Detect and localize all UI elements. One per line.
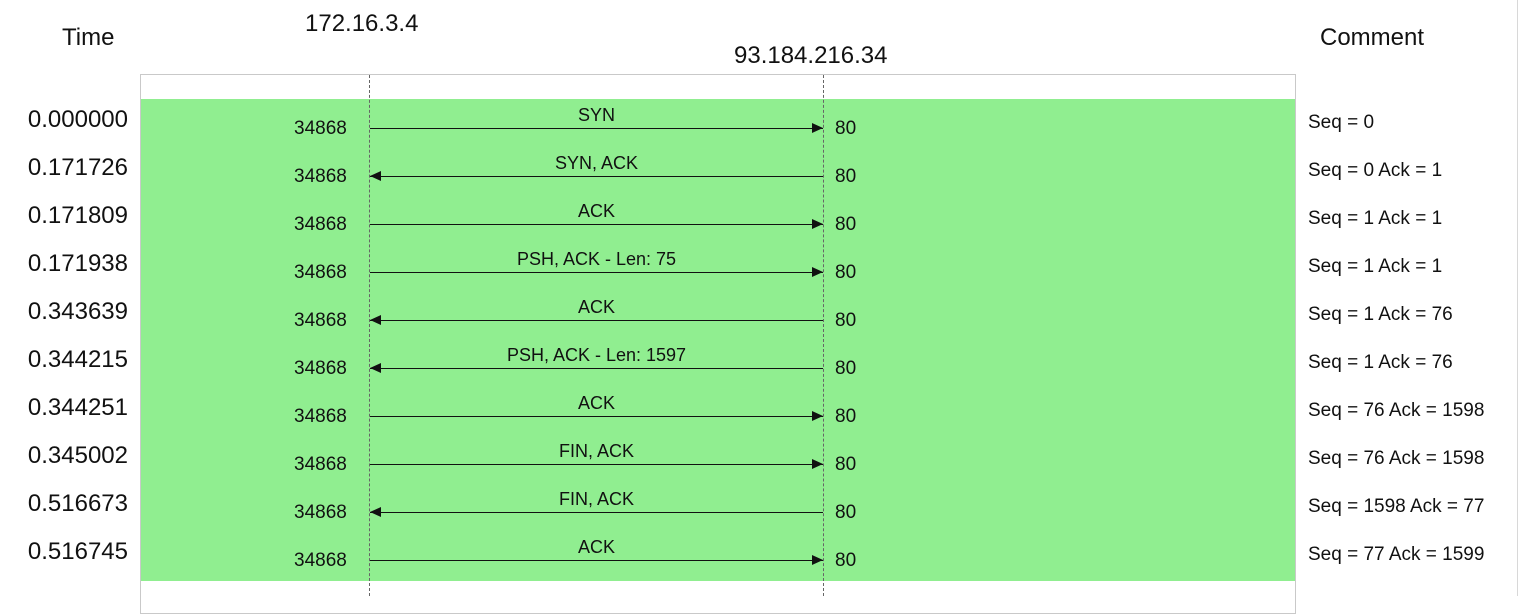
row-arrow: [370, 219, 823, 229]
flow-graph-highlight: [141, 99, 1295, 581]
row-comment: Seq = 0 Ack = 1: [1308, 160, 1443, 181]
arrowhead-icon: [812, 555, 823, 565]
comment-column-header: Comment: [1320, 24, 1425, 51]
arrowhead-icon: [812, 123, 823, 133]
arrowhead-icon: [370, 315, 381, 325]
arrowhead-icon: [812, 459, 823, 469]
row-comment: Seq = 1 Ack = 76: [1308, 304, 1453, 325]
row-packet-label: SYN: [577, 105, 615, 125]
row-time: 0.171938: [27, 250, 128, 277]
arrowhead-icon: [370, 363, 381, 373]
flow-row[interactable]: 0.343639 34868 ACK 80 Seq = 1 Ack = 76: [0, 292, 1526, 340]
row-time: 0.516673: [27, 490, 128, 517]
row-arrow: [370, 123, 823, 133]
row-src-port: 34868: [294, 550, 347, 571]
host-b-header: 93.184.216.34: [734, 42, 888, 69]
arrowhead-icon: [370, 507, 381, 517]
row-dst-port: 80: [835, 310, 857, 331]
flow-row[interactable]: 0.000000 34868 SYN 80 Seq = 0: [0, 100, 1526, 148]
row-time: 0.000000: [27, 106, 128, 133]
right-pane-border: [1517, 0, 1518, 596]
row-dst-port: 80: [835, 166, 857, 187]
row-comment: Seq = 1 Ack = 1: [1308, 256, 1443, 277]
row-dst-port: 80: [835, 454, 857, 475]
row-packet-label: ACK: [577, 393, 615, 413]
flow-row[interactable]: 0.171809 34868 ACK 80 Seq = 1 Ack = 1: [0, 196, 1526, 244]
row-dst-port: 80: [835, 358, 857, 379]
row-src-port: 34868: [294, 358, 347, 379]
row-src-port: 34868: [294, 166, 347, 187]
row-src-port: 34868: [294, 310, 347, 331]
row-time: 0.344251: [27, 394, 128, 421]
row-arrow: [370, 555, 823, 565]
row-packet-label: ACK: [577, 201, 615, 221]
row-dst-port: 80: [835, 406, 857, 427]
row-src-port: 34868: [294, 454, 347, 475]
arrowhead-icon: [812, 219, 823, 229]
row-packet-label: FIN, ACK: [558, 489, 634, 509]
row-time: 0.516745: [27, 538, 128, 565]
host-b-lifeline: [823, 75, 824, 596]
row-arrow: [370, 171, 823, 181]
row-time: 0.171726: [27, 154, 128, 181]
arrowhead-icon: [812, 411, 823, 421]
arrowhead-icon: [812, 267, 823, 277]
row-arrow: [370, 411, 823, 421]
row-dst-port: 80: [835, 502, 857, 523]
row-comment: Seq = 1598 Ack = 77: [1308, 496, 1485, 517]
host-a-header: 172.16.3.4: [305, 10, 419, 37]
row-src-port: 34868: [294, 214, 347, 235]
row-dst-port: 80: [835, 214, 857, 235]
row-comment: Seq = 1 Ack = 76: [1308, 352, 1453, 373]
flow-row[interactable]: 0.344215 34868 PSH, ACK - Len: 1597 80 Seq =…: [0, 340, 1526, 388]
row-dst-port: 80: [835, 118, 857, 139]
row-time: 0.344215: [27, 346, 128, 373]
flow-row[interactable]: 0.516673 34868 FIN, ACK 80 Seq = 1598 Ack = …: [0, 484, 1526, 532]
row-time: 0.171809: [27, 202, 128, 229]
row-dst-port: 80: [835, 550, 857, 571]
row-packet-label: ACK: [577, 537, 615, 557]
flow-row[interactable]: 0.345002 34868 FIN, ACK 80 Seq = 76 Ack = 15…: [0, 436, 1526, 484]
row-src-port: 34868: [294, 406, 347, 427]
row-packet-label: SYN, ACK: [554, 153, 639, 173]
flow-row[interactable]: 0.171726 34868 SYN, ACK 80 Seq = 0 Ack = 1: [0, 148, 1526, 196]
row-arrow: [370, 363, 823, 373]
row-packet-label: FIN, ACK: [558, 441, 634, 461]
row-time: 0.343639: [27, 298, 128, 325]
row-arrow: [370, 459, 823, 469]
row-comment: Seq = 77 Ack = 1599: [1308, 544, 1485, 565]
row-arrow: [370, 507, 823, 517]
row-dst-port: 80: [835, 262, 857, 283]
row-comment: Seq = 76 Ack = 1598: [1308, 448, 1485, 469]
row-time: 0.345002: [27, 442, 128, 469]
row-src-port: 34868: [294, 502, 347, 523]
row-arrow: [370, 315, 823, 325]
arrowhead-icon: [370, 171, 381, 181]
host-a-lifeline: [369, 75, 370, 596]
row-src-port: 34868: [294, 118, 347, 139]
flow-row[interactable]: 0.344251 34868 ACK 80 Seq = 76 Ack = 1598: [0, 388, 1526, 436]
flow-row[interactable]: 0.171938 34868 PSH, ACK - Len: 75 80 Seq = 1…: [0, 244, 1526, 292]
row-comment: Seq = 76 Ack = 1598: [1308, 400, 1485, 421]
row-comment: Seq = 1 Ack = 1: [1308, 208, 1443, 229]
row-arrow: [370, 267, 823, 277]
row-packet-label: PSH, ACK - Len: 1597: [506, 345, 687, 365]
flow-row[interactable]: 0.516745 34868 ACK 80 Seq = 77 Ack = 1599: [0, 532, 1526, 580]
row-packet-label: PSH, ACK - Len: 75: [516, 249, 677, 269]
row-packet-label: ACK: [577, 297, 615, 317]
row-src-port: 34868: [294, 262, 347, 283]
time-column-header: Time: [62, 24, 115, 51]
row-comment: Seq = 0: [1308, 112, 1375, 133]
